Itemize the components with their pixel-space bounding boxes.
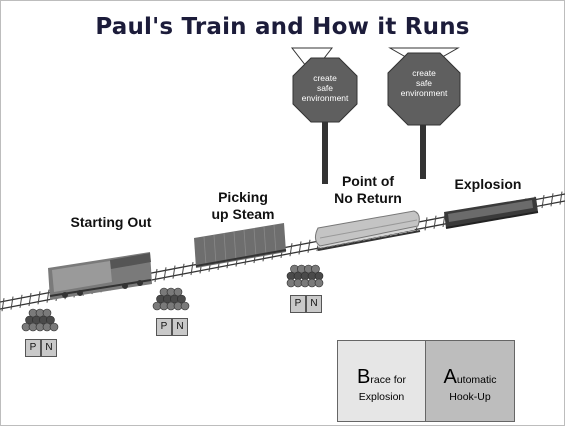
stage-label-explosion: Explosion xyxy=(454,176,522,192)
track-tie xyxy=(289,243,293,257)
track-tie xyxy=(172,265,176,279)
track-tie xyxy=(424,217,428,231)
pn-box: P N xyxy=(290,295,322,313)
track-tie xyxy=(28,292,32,307)
boxcar-icon xyxy=(194,223,287,268)
track-tie xyxy=(37,291,41,305)
gondola-car-icon xyxy=(444,197,539,229)
p-label: P xyxy=(156,318,172,336)
page-title: Paul's Train and How it Runs xyxy=(95,14,470,40)
person-icon xyxy=(311,264,320,274)
track-tie xyxy=(190,262,194,276)
track-tie xyxy=(559,191,563,205)
person-icon xyxy=(46,315,55,325)
pn-box: P N xyxy=(25,339,57,357)
track-tie xyxy=(307,239,311,253)
track-tie xyxy=(10,296,14,310)
automatic-hook-up-box: Automatic Hook-Up xyxy=(425,340,515,422)
n-label: N xyxy=(41,339,57,357)
person-icon xyxy=(180,301,190,311)
person-icon xyxy=(177,294,186,304)
pn-box: P N xyxy=(156,318,188,336)
p-label: P xyxy=(25,339,41,357)
track-tie xyxy=(433,215,437,229)
person-icon xyxy=(314,278,324,288)
tank-car-icon xyxy=(314,210,421,251)
track-tie xyxy=(19,294,23,308)
locomotive-icon xyxy=(48,252,152,300)
track-tie xyxy=(46,289,50,303)
track-tie xyxy=(298,241,302,255)
people-clusters xyxy=(21,264,324,332)
p-label: P xyxy=(290,295,306,313)
person-icon xyxy=(173,287,183,297)
person-icon xyxy=(49,322,59,332)
track-tie xyxy=(1,298,5,312)
stop-sign-icon xyxy=(290,47,358,184)
track-tie xyxy=(181,263,185,277)
n-label: N xyxy=(306,295,322,313)
n-label: N xyxy=(172,318,188,336)
track-tie xyxy=(550,193,554,207)
person-icon xyxy=(42,308,52,318)
stop-sign-icon xyxy=(387,47,461,179)
track-tie xyxy=(541,194,545,209)
stage-label-starting-out: Starting Out xyxy=(70,214,152,230)
brace-for-explosion-box: Brace for Explosion xyxy=(337,340,426,422)
track-tie xyxy=(163,267,167,281)
track-tie xyxy=(154,268,158,283)
